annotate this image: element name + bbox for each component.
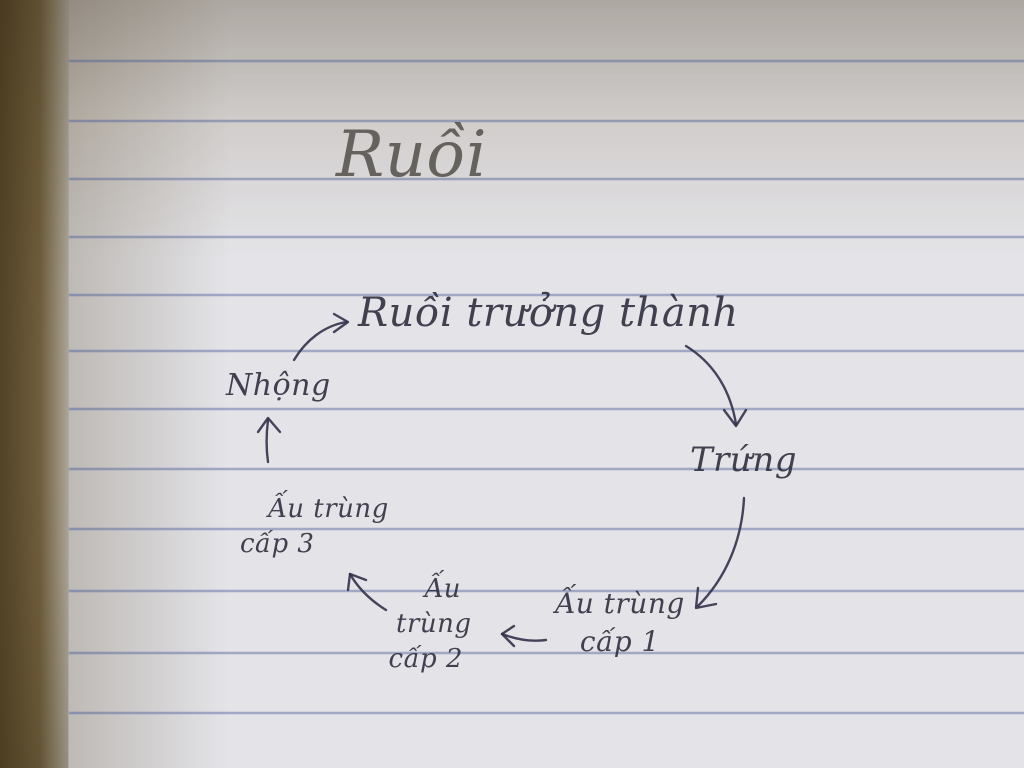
ruled-line xyxy=(69,528,1024,530)
stage-larva-2-line: Ấu xyxy=(424,574,462,604)
stage-larva-1-line: Ấu trùng xyxy=(555,587,685,620)
stage-adult-fly: Ruồi trưởng thành xyxy=(358,290,739,336)
ruled-line xyxy=(69,236,1024,238)
stage-larva-1-line: cấp 1 xyxy=(579,624,660,658)
ruled-line xyxy=(69,294,1024,296)
ruled-line xyxy=(69,120,1024,122)
ruled-line xyxy=(69,468,1024,470)
ruled-line xyxy=(69,652,1024,654)
stage-larva-1: Ấu trùng cấp 1 xyxy=(555,585,685,661)
stage-egg: Trứng xyxy=(690,440,797,480)
stage-larva-2-line: trùng xyxy=(396,609,472,640)
ruled-line xyxy=(69,590,1024,592)
stage-larva-3-line: Ấu trùng xyxy=(268,494,389,524)
stage-larva-2-line: cấp 2 xyxy=(388,644,463,675)
ruled-line xyxy=(69,350,1024,352)
ruled-line xyxy=(69,712,1024,714)
lined-paper xyxy=(68,0,1024,768)
ruled-line xyxy=(69,178,1024,180)
ruled-line xyxy=(69,60,1024,62)
stage-larva-2: Ấu trùng cấp 2 xyxy=(380,572,472,677)
stage-pupa: Nhộng xyxy=(226,368,331,403)
stage-larva-3: Ấu trùng cấp 3 xyxy=(240,492,389,562)
diagram-title: Ruồi xyxy=(336,118,488,192)
stage-larva-3-line: cấp 3 xyxy=(240,529,315,560)
ruled-line xyxy=(69,408,1024,410)
